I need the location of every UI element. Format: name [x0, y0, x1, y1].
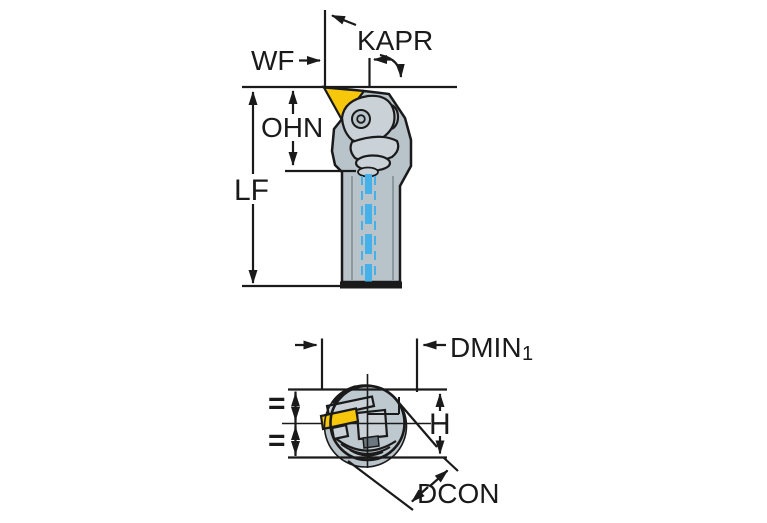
dmin-dimension: DMIN 1 [295, 332, 533, 392]
coolant-channel [361, 174, 376, 282]
dcon-arrow-lower [411, 486, 429, 503]
center-block [355, 408, 389, 441]
dmin-subscript: 1 [522, 343, 533, 365]
h-dimension: H [429, 393, 451, 455]
clamp-finger-upper [349, 135, 400, 163]
end-view: DMIN 1 = = H DCON [268, 332, 533, 511]
dcon-dimension: DCON [347, 396, 499, 511]
lf-label: LF [234, 174, 269, 207]
clamp-screw [351, 109, 371, 129]
kapr-dimension: KAPR [357, 25, 433, 86]
side-view: LF OHN WF KAPR [234, 10, 457, 289]
dcon-arrow-upper [429, 469, 449, 487]
lf-dimension: LF [234, 91, 269, 284]
lower-arc-outer [333, 436, 397, 452]
wf-dimension: WF [251, 45, 321, 76]
clamp-details [340, 94, 400, 178]
kapr-label: KAPR [357, 25, 433, 56]
equal-halves-dimension: = = [268, 387, 300, 457]
dmin-label: DMIN [450, 332, 522, 363]
ohn-label: OHN [261, 112, 323, 143]
kapr-angle-arc [379, 53, 405, 78]
shank-circle [329, 384, 406, 462]
equal-upper-label: = [268, 387, 286, 420]
h-label: H [429, 408, 451, 441]
lower-center-block [362, 435, 380, 449]
wf-label: WF [251, 45, 295, 76]
dcon-tick [442, 456, 459, 472]
ohn-dimension: OHN [261, 90, 356, 173]
clamp-screw-hole [356, 114, 366, 124]
lower-arc-inner [349, 449, 384, 457]
dcon-label: DCON [417, 478, 499, 509]
equal-lower-label: = [268, 424, 286, 457]
tip-leader-arrow [331, 14, 357, 27]
dcon-ext-lower [347, 460, 414, 511]
dcon-ext-upper [393, 396, 438, 448]
lower-arc-middle [340, 443, 391, 455]
